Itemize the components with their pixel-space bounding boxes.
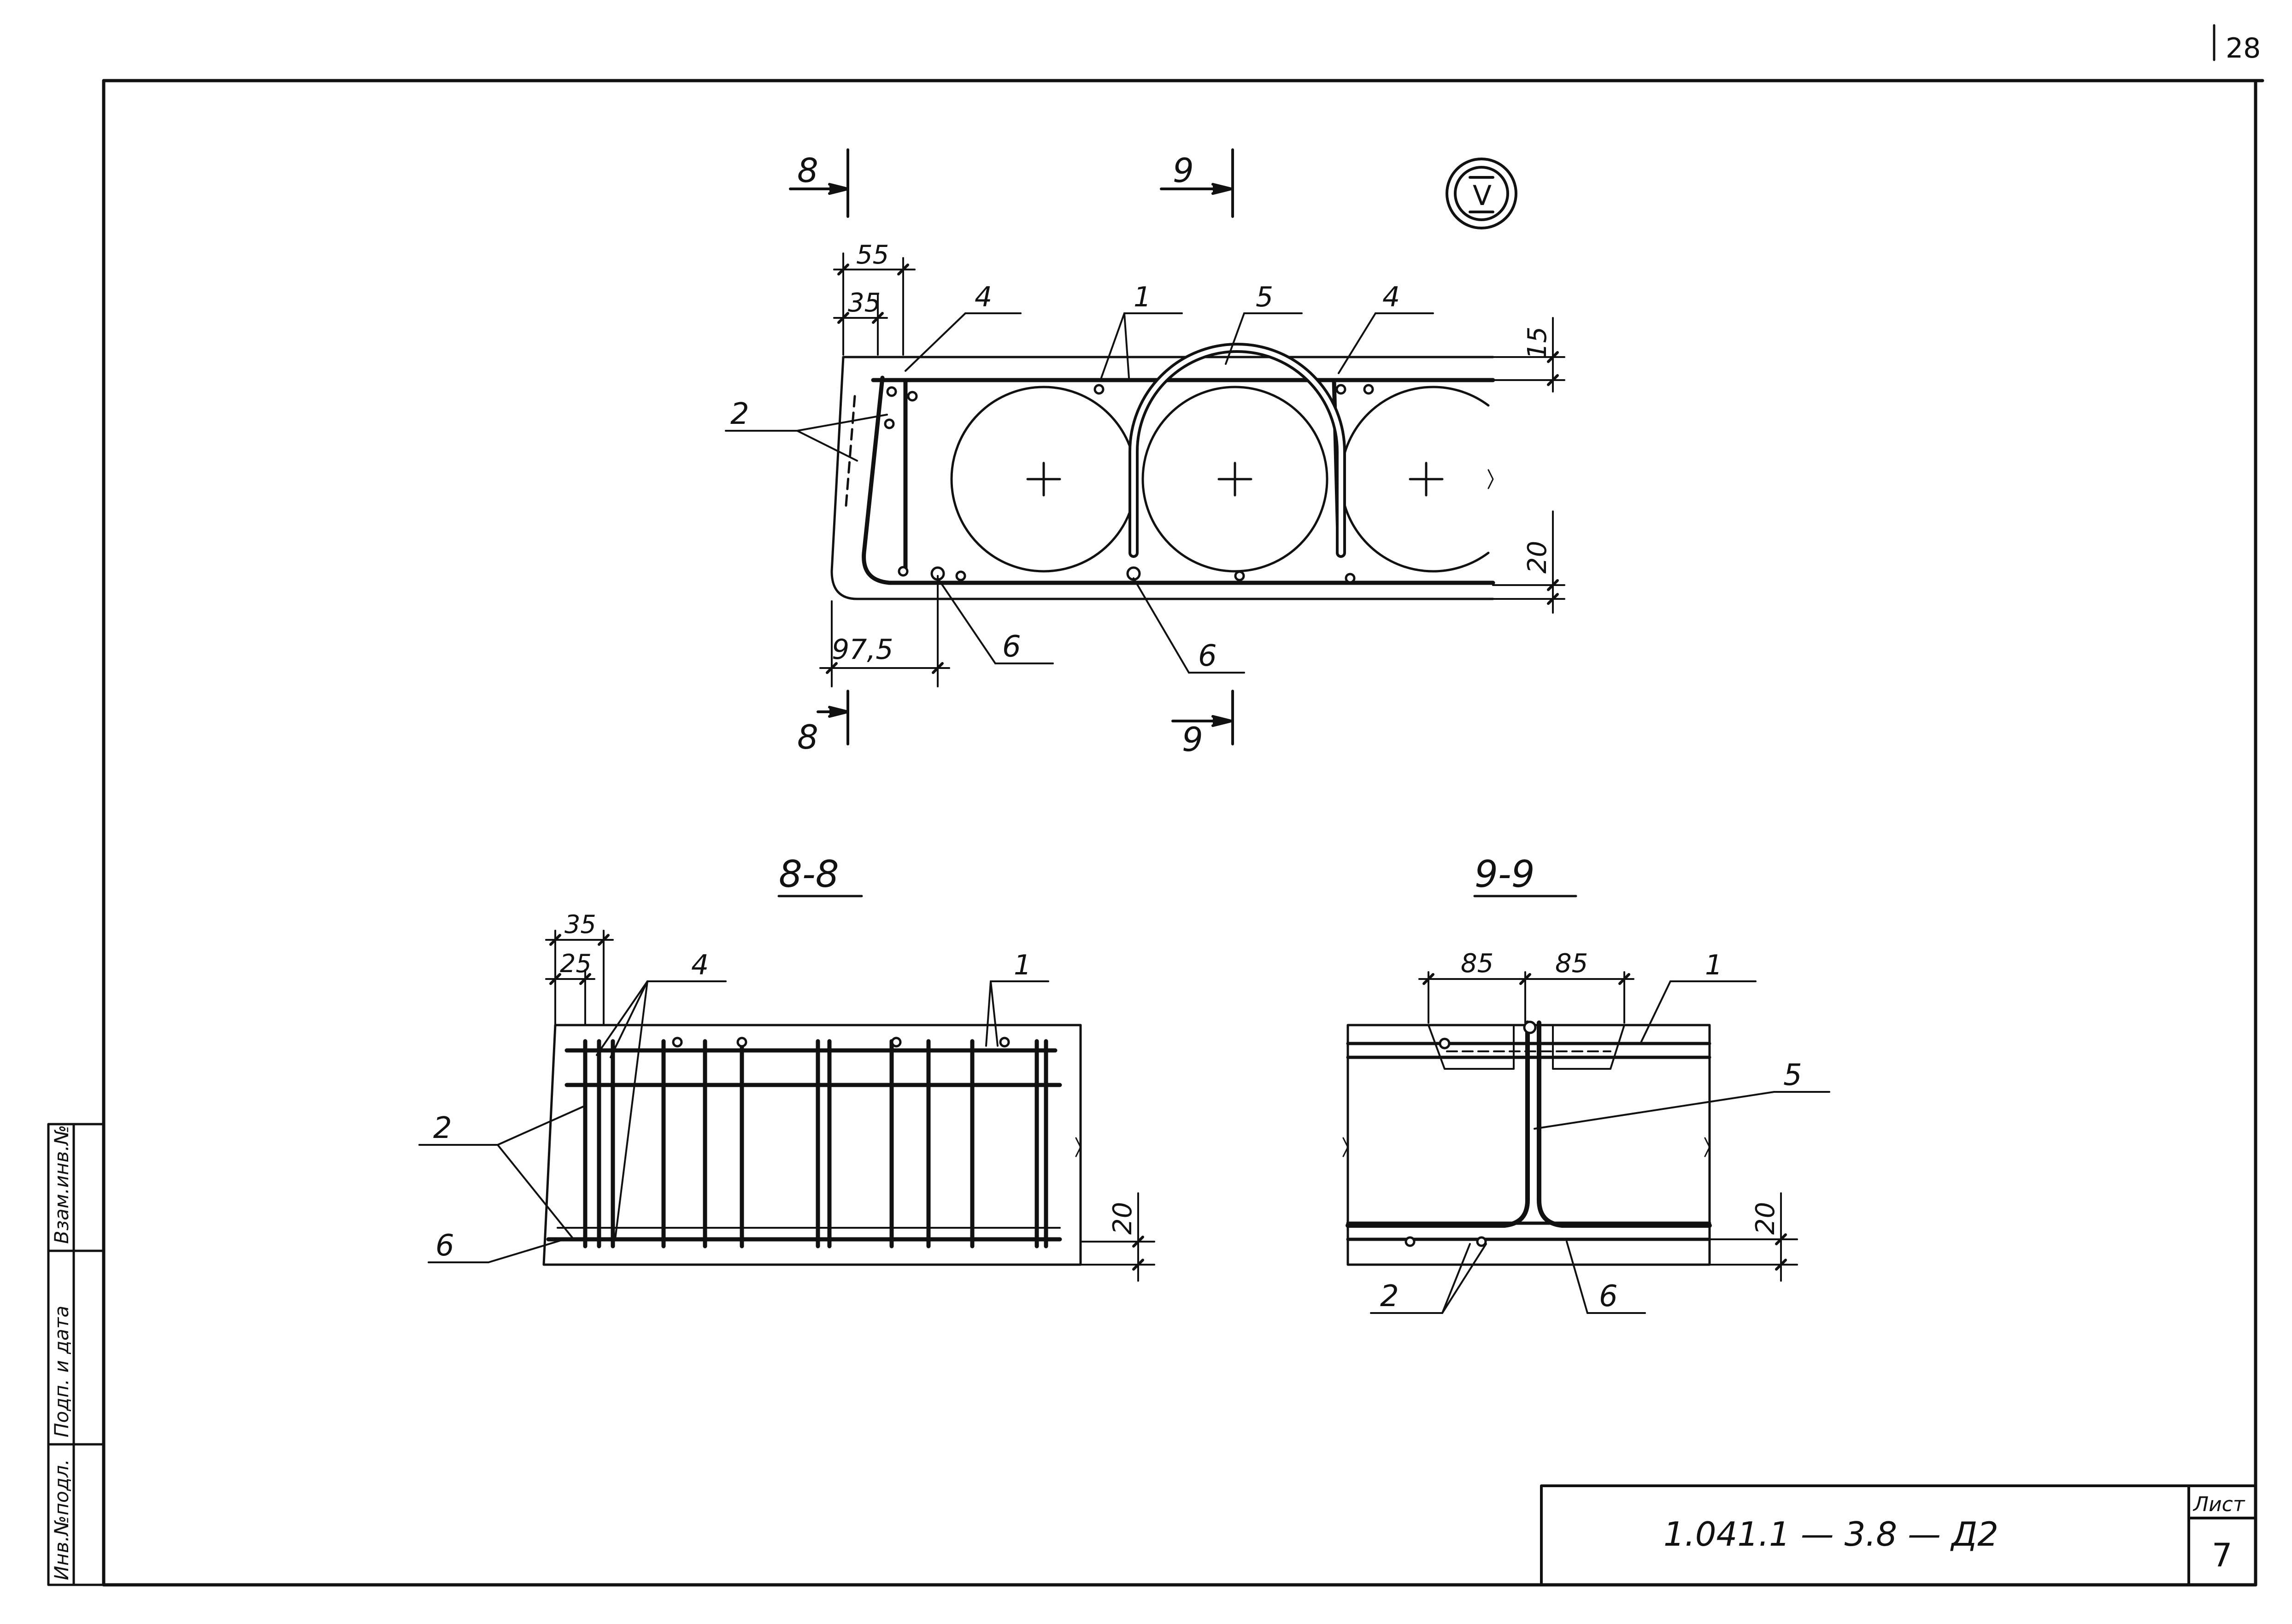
cut-mark-9-bottom: 9 xyxy=(1182,720,1203,759)
section-8-8-dim-20: 20 xyxy=(1108,1202,1138,1235)
section-8-8-dim-25: 25 xyxy=(560,949,592,978)
plan-leader-4-left: 4 xyxy=(975,281,992,313)
section-9-9-dim-85-right: 85 xyxy=(1555,949,1588,979)
section-9-9-dim-20: 20 xyxy=(1751,1202,1781,1235)
plan-dim-35: 35 xyxy=(848,288,881,318)
section-9-9-title: 9-9 xyxy=(1475,853,1535,896)
side-strip xyxy=(47,1123,105,1586)
cut-marks xyxy=(789,148,1234,745)
plan-leaders xyxy=(725,312,1434,674)
plan-dim-15: 15 xyxy=(1522,327,1552,359)
section-8-8-dim-35: 35 xyxy=(564,910,596,939)
section-9-9-leader-5: 5 xyxy=(1783,1058,1802,1092)
node-mark xyxy=(1446,158,1517,229)
section-8-8-dims xyxy=(545,930,1155,1282)
section-8-8-leader-2: 2 xyxy=(433,1111,452,1145)
corner-page-number: 28 xyxy=(2226,32,2261,64)
side-label-sign-date: Подп. и дата xyxy=(50,1306,73,1437)
plan-leader-4-right: 4 xyxy=(1382,281,1400,313)
section-9-9-dim-85-left: 85 xyxy=(1461,949,1493,979)
section-9-9-leader-1: 1 xyxy=(1705,949,1722,981)
plan-leader-6-right: 6 xyxy=(1198,639,1217,673)
plan-leader-1: 1 xyxy=(1134,281,1151,313)
cut-mark-8-top: 8 xyxy=(797,151,818,190)
section-8-8-leader-1: 1 xyxy=(1014,949,1031,981)
plan-view: 8 9 8 9 55 35 15 xyxy=(725,148,1565,759)
plan-leader-2: 2 xyxy=(730,397,749,431)
section-9-9-dims xyxy=(1418,971,1798,1282)
cut-mark-8-bottom: 8 xyxy=(797,718,818,756)
plan-reinforcement xyxy=(862,343,1495,585)
section-8-8-title: 8-8 xyxy=(779,853,839,896)
plan-leader-5: 5 xyxy=(1256,281,1273,313)
side-label-replaced-inv: Взам.инв.№ xyxy=(50,1125,73,1244)
section-9-9-bars xyxy=(1346,1020,1712,1241)
section-8-8-leaders xyxy=(418,980,1049,1263)
hollow-cores xyxy=(950,386,1490,573)
drawing-designation: 1.041.1 — 3.8 — Д2 xyxy=(1663,1515,1998,1554)
cut-mark-9-top: 9 xyxy=(1173,151,1194,190)
side-label-inv-original: Инв.№подл. xyxy=(50,1459,73,1580)
section-8-8-leader-4: 4 xyxy=(691,949,709,981)
sheet-label: Лист xyxy=(2192,1493,2245,1516)
bar-dots xyxy=(884,384,1374,584)
section-9-9-leaders xyxy=(1370,980,1830,1314)
node-mark-label: V xyxy=(1473,180,1492,212)
plan-dimension-lines xyxy=(819,252,1565,687)
section-8-8-leader-6: 6 xyxy=(435,1229,454,1263)
section-9-9: 9-9 85 85 xyxy=(1342,853,1830,1314)
side-labels: Взам.инв.№ Подп. и дата Инв.№подл. xyxy=(50,1125,73,1580)
section-8-8-bars xyxy=(546,1039,1062,1249)
plan-ticks xyxy=(826,264,1559,674)
plan-leader-6-left: 6 xyxy=(1002,630,1021,664)
plan-dim-97-5: 97,5 xyxy=(832,633,893,666)
sheet-frame xyxy=(102,24,2264,1587)
section-8-8: 8-8 xyxy=(418,853,1155,1282)
plan-dim-20: 20 xyxy=(1522,541,1552,574)
title-block xyxy=(1540,1484,2257,1586)
section-9-9-leader-2: 2 xyxy=(1380,1279,1399,1313)
sheet-number: 7 xyxy=(2212,1536,2233,1574)
section-9-9-leader-6: 6 xyxy=(1599,1279,1618,1313)
plan-dim-55: 55 xyxy=(856,240,889,270)
